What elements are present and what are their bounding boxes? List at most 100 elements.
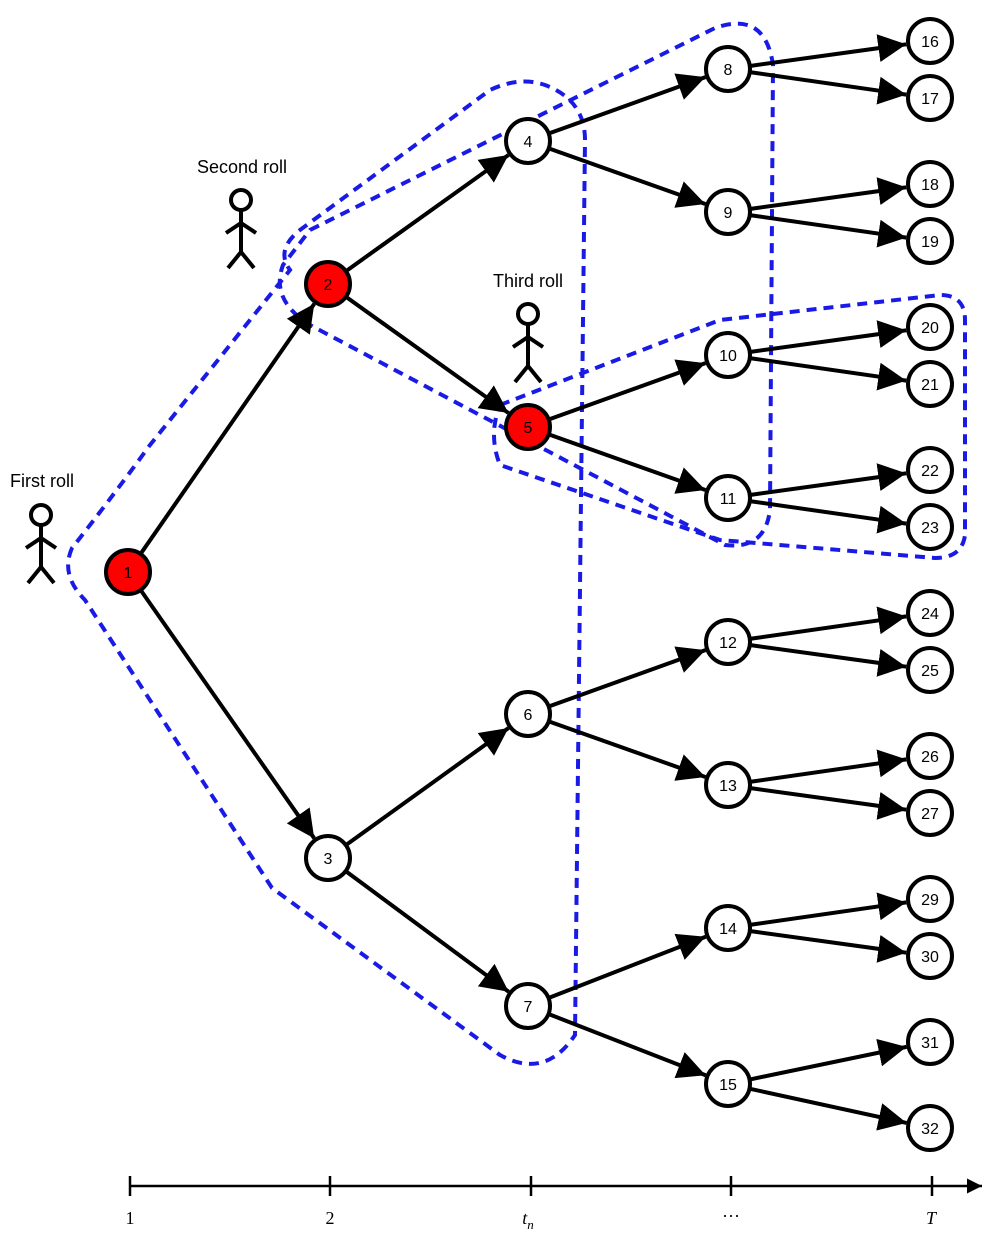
edge-8-17 [749, 70, 907, 105]
node-13: 13 [704, 761, 752, 809]
edge-2-4 [344, 153, 510, 273]
node-label: 20 [921, 320, 939, 337]
node-circle [704, 331, 752, 379]
node-circle [704, 45, 752, 93]
node-label: 15 [719, 1077, 737, 1094]
node-label: 14 [719, 921, 737, 938]
node-circle [504, 117, 552, 165]
node-4: 4 [504, 117, 552, 165]
node-circle [906, 303, 954, 351]
edge-10-20 [749, 320, 907, 354]
node-2: 2 [304, 260, 352, 308]
group-outline-large [66, 79, 588, 1066]
stick-figure-third-roll-icon [511, 302, 545, 384]
edge-13-27 [749, 786, 907, 820]
edge-8-16 [749, 34, 907, 68]
second-roll-label: Second roll [197, 157, 287, 177]
node-26: 26 [906, 732, 954, 780]
node-25: 25 [906, 646, 954, 694]
node-label: 4 [524, 134, 533, 151]
node-label: 31 [921, 1035, 939, 1052]
node-label: 17 [921, 91, 939, 108]
node-32: 32 [906, 1104, 954, 1152]
node-circle [504, 403, 552, 451]
edge-6-12 [548, 646, 707, 709]
first-roll-label: First roll [10, 471, 74, 491]
stick-figure-first-roll-icon [24, 503, 58, 585]
edge-12-24 [749, 606, 907, 641]
node-circle [704, 474, 752, 522]
edge-3-7 [344, 869, 510, 994]
node-label: 29 [921, 892, 939, 909]
edges-layer [138, 34, 907, 1131]
node-circle [104, 548, 152, 596]
node-label: 25 [921, 663, 939, 680]
node-circle [304, 260, 352, 308]
node-label: 2 [324, 277, 333, 294]
node-label: 7 [524, 999, 533, 1016]
node-7: 7 [504, 982, 552, 1030]
node-circle [504, 690, 552, 738]
node-circle [906, 74, 954, 122]
node-label: 9 [724, 205, 733, 222]
node-23: 23 [906, 503, 954, 551]
nodes-layer: 1234567891011121314151617181920212223242… [104, 17, 954, 1152]
node-label: 11 [720, 491, 737, 508]
node-15: 15 [704, 1060, 752, 1108]
node-14: 14 [704, 904, 752, 952]
node-10: 10 [704, 331, 752, 379]
node-20: 20 [906, 303, 954, 351]
axis-tick-label-T: T [926, 1208, 938, 1228]
node-circle [704, 904, 752, 952]
node-circle [906, 875, 954, 923]
edge-14-29 [749, 892, 907, 927]
axis-tick-label-dots: ··· [722, 1206, 740, 1226]
node-circle [906, 160, 954, 208]
edge-7-15 [547, 1012, 707, 1079]
node-label: 27 [921, 806, 939, 823]
third-roll-label: Third roll [493, 271, 563, 291]
node-circle [906, 1104, 954, 1152]
node-circle [906, 789, 954, 837]
edge-11-23 [749, 499, 907, 534]
node-27: 27 [906, 789, 954, 837]
edge-4-8 [548, 73, 707, 136]
node-circle [704, 618, 752, 666]
node-18: 18 [906, 160, 954, 208]
node-22: 22 [906, 446, 954, 494]
node-11: 11 [704, 474, 752, 522]
edge-1-3 [138, 588, 316, 840]
edge-10-21 [749, 356, 907, 391]
node-8: 8 [704, 45, 752, 93]
node-label: 16 [921, 34, 939, 51]
node-1: 1 [104, 548, 152, 596]
node-label: 6 [524, 707, 533, 724]
axis-tick-label-2: 2 [326, 1208, 335, 1228]
node-label: 10 [719, 348, 737, 365]
node-3: 3 [304, 834, 352, 882]
time-axis: 1 2 tn ··· T [126, 1176, 982, 1232]
edge-6-13 [548, 719, 707, 781]
node-circle [704, 761, 752, 809]
node-label: 8 [724, 62, 733, 79]
node-circle [304, 834, 352, 882]
node-circle [906, 446, 954, 494]
node-29: 29 [906, 875, 954, 923]
axis-tick-label-1: 1 [126, 1208, 135, 1228]
node-circle [906, 589, 954, 637]
node-label: 23 [921, 520, 939, 537]
edge-2-5 [344, 295, 510, 415]
node-circle [906, 17, 954, 65]
node-circle [704, 1060, 752, 1108]
edge-5-10 [548, 359, 707, 422]
node-17: 17 [906, 74, 954, 122]
edge-1-2 [138, 302, 316, 556]
node-31: 31 [906, 1018, 954, 1066]
edge-3-6 [344, 726, 510, 847]
node-12: 12 [704, 618, 752, 666]
stick-figure-second-roll-icon [224, 188, 258, 270]
node-label: 26 [921, 749, 939, 766]
node-circle [906, 932, 954, 980]
node-label: 32 [921, 1121, 939, 1138]
